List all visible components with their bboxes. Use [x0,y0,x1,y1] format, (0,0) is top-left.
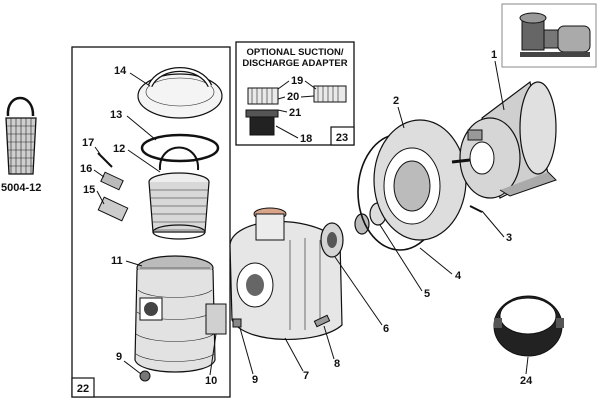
basket-side-label: 5004-12 [1,182,41,194]
strainer-assembly-box: 22 [71,46,231,398]
part-label-15: 15 [83,184,95,196]
part-label-20: 20 [287,91,299,103]
strainer-hardware [97,152,129,222]
adapter-body [245,109,279,136]
adapter-title-2: DISCHARGE ADAPTER [242,58,347,69]
clamp-ring [493,295,564,357]
part-label-21: 21 [289,107,301,119]
part-label-8: 8 [334,358,340,370]
lid-o-ring [140,133,220,163]
strainer-lid [137,67,223,119]
part-label-14: 14 [114,65,127,77]
seal-plate [373,119,467,241]
part-label-24: 24 [520,375,533,387]
part-label-1: 1 [491,49,497,61]
basket-side-drawing: 5004-12 [1,96,41,194]
strainer-housing [134,255,227,382]
part-label-12: 12 [113,143,125,155]
part-label-19: 19 [291,75,303,87]
adapter-nut-left [247,87,279,105]
part-label-5: 5 [424,288,430,300]
part-label-10: 10 [205,375,217,387]
motor-screw [469,205,483,213]
part-label-7: 7 [303,370,309,382]
strainer-basket [148,146,210,240]
part-label-11: 11 [111,255,123,267]
part-label-9-strainer: 9 [116,351,122,363]
part-label-16: 16 [80,163,92,175]
part-label-18: 18 [300,133,312,145]
part-label-4: 4 [455,270,462,282]
adapter-box-label: 23 [336,132,348,144]
motor [451,80,557,199]
adapter-title-1: OPTIONAL SUCTION/ [247,47,344,58]
adapter-box: OPTIONAL SUCTION/ DISCHARGE ADAPTER 23 1… [235,41,355,146]
assembly-label: 22 [77,383,89,395]
part-label-13: 13 [110,109,122,121]
adapter-nut-right [313,85,347,103]
part-label-9: 9 [252,374,258,386]
callouts: 1 2 3 4 5 6 7 8 9 9 10 11 12 13 14 15 16 [80,49,533,387]
part-label-6: 6 [383,323,389,335]
pump-housing [229,207,343,340]
impeller [320,222,344,258]
part-label-2: 2 [393,95,399,107]
part-label-3: 3 [506,232,512,244]
part-label-17: 17 [82,137,94,149]
pump-thumbnail [501,3,597,68]
